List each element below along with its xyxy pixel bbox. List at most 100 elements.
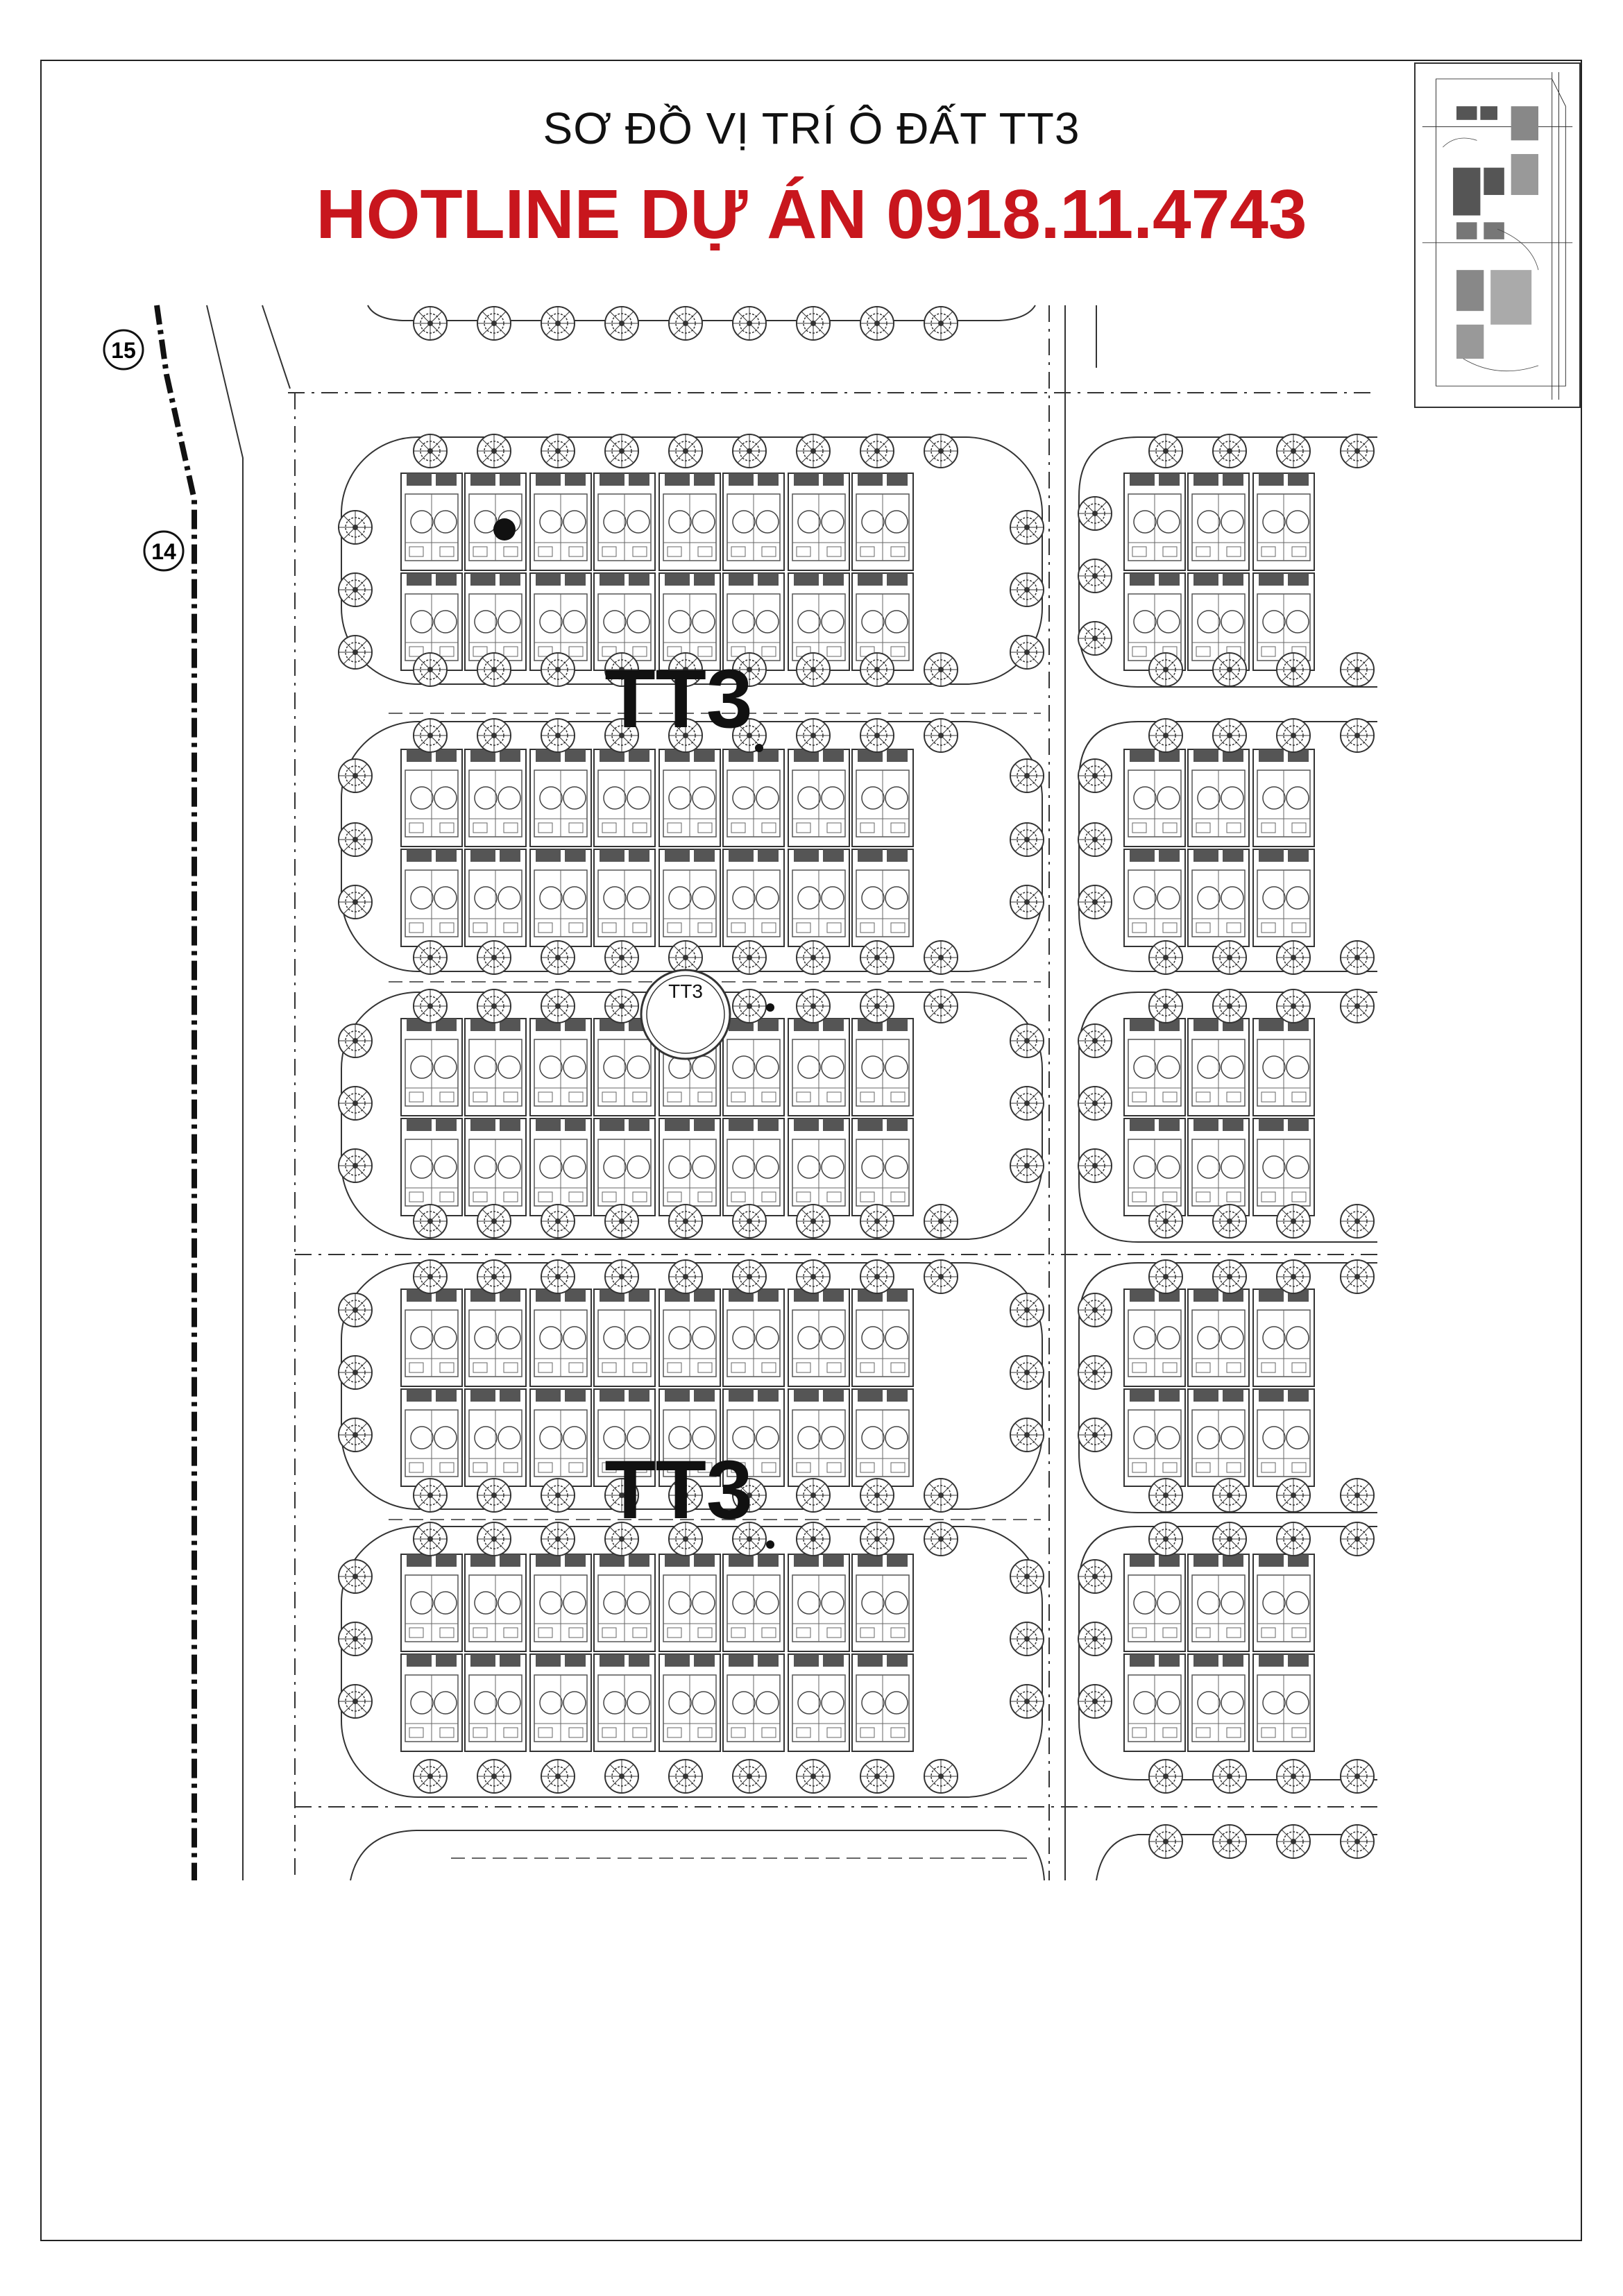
tree-icon — [860, 940, 894, 975]
tree-icon — [541, 1759, 575, 1794]
boundary-marker-14: 14 — [143, 530, 185, 572]
tree-icon — [541, 1259, 575, 1294]
tree-icon — [604, 1259, 639, 1294]
tree-icon — [924, 306, 958, 341]
tree-icon — [477, 306, 511, 341]
tree-icon — [413, 718, 448, 753]
tree-icon — [541, 1204, 575, 1239]
tree-icon — [1010, 1622, 1044, 1656]
tree-icon — [1340, 652, 1375, 687]
tree-icon — [1148, 1204, 1183, 1239]
lamp-dot — [766, 1540, 774, 1549]
tree-icon — [796, 652, 831, 687]
tree-icon — [1340, 1204, 1375, 1239]
tree-icon — [1276, 1824, 1311, 1859]
tree-icon — [541, 1522, 575, 1556]
tree-icon — [1212, 718, 1247, 753]
tree-icon — [604, 306, 639, 341]
tree-icon — [1148, 1478, 1183, 1513]
tree-icon — [1276, 434, 1311, 468]
tree-icon — [860, 989, 894, 1023]
highlight-dot — [493, 518, 516, 541]
tree-icon — [541, 1478, 575, 1513]
tree-icon — [1212, 1259, 1247, 1294]
tree-icon — [924, 1759, 958, 1794]
tree-icon — [924, 718, 958, 753]
tree-icon — [1078, 559, 1112, 593]
tree-icon — [541, 718, 575, 753]
tree-icon — [1078, 1418, 1112, 1452]
tree-icon — [413, 1478, 448, 1513]
tree-icon — [924, 1259, 958, 1294]
tree-icon — [732, 989, 767, 1023]
tree-icon — [338, 1418, 373, 1452]
tree-icon — [541, 940, 575, 975]
tree-icon — [1340, 1478, 1375, 1513]
tree-icon — [1340, 1824, 1375, 1859]
tree-icon — [338, 1148, 373, 1183]
tree-icon — [860, 1259, 894, 1294]
tree-icon — [1276, 1478, 1311, 1513]
tree-icon — [860, 1522, 894, 1556]
tree-icon — [1148, 940, 1183, 975]
hotline-banner: HOTLINE DỰ ÁN 0918.11.4743 — [316, 176, 1307, 253]
marker-14-label: 14 — [151, 539, 176, 564]
tree-icon — [1078, 1023, 1112, 1058]
tree-icon — [338, 885, 373, 919]
tree-icon — [732, 306, 767, 341]
tree-icon — [1340, 989, 1375, 1023]
tree-icon — [1340, 1259, 1375, 1294]
tree-icon — [338, 635, 373, 670]
tree-icon — [604, 940, 639, 975]
tree-icon — [732, 940, 767, 975]
tree-icon — [668, 434, 703, 468]
tree-icon — [668, 306, 703, 341]
tree-icon — [1340, 434, 1375, 468]
tree-icon — [541, 434, 575, 468]
zone-label-tt3-upper: TT3 — [604, 652, 752, 745]
tree-icon — [1078, 1086, 1112, 1121]
tree-icon — [860, 652, 894, 687]
tree-icon — [477, 652, 511, 687]
tree-icon — [541, 652, 575, 687]
tree-icon — [924, 1522, 958, 1556]
tree-icon — [1148, 1259, 1183, 1294]
key-minimap — [1414, 62, 1581, 408]
tree-icon — [1340, 1522, 1375, 1556]
tree-icon — [1010, 1418, 1044, 1452]
tree-icon — [860, 718, 894, 753]
tree-icon — [1078, 496, 1112, 531]
tree-icon — [860, 1478, 894, 1513]
tree-icon — [338, 1086, 373, 1121]
tree-icon — [1010, 885, 1044, 919]
lamp-dot — [766, 1003, 774, 1012]
tree-icon — [732, 1759, 767, 1794]
tree-icon — [860, 1204, 894, 1239]
tree-icon — [1148, 1522, 1183, 1556]
tree-icon — [1010, 822, 1044, 857]
tree-icon — [1212, 1204, 1247, 1239]
tree-icon — [413, 306, 448, 341]
tree-icon — [668, 1759, 703, 1794]
tree-icon — [1010, 1086, 1044, 1121]
tree-icon — [1078, 621, 1112, 656]
tree-icon — [1010, 635, 1044, 670]
tree-icon — [1078, 1559, 1112, 1594]
tree-icon — [860, 434, 894, 468]
tree-icon — [1276, 718, 1311, 753]
tree-icon — [338, 1293, 373, 1327]
tree-icon — [338, 1355, 373, 1390]
tree-icon — [924, 1478, 958, 1513]
tree-icon — [413, 652, 448, 687]
boundary-line — [154, 305, 197, 1880]
tree-icon — [338, 510, 373, 545]
zone-label-tt3-lower: TT3 — [604, 1443, 752, 1536]
tree-icon — [604, 1759, 639, 1794]
tree-icon — [796, 1522, 831, 1556]
tree-icon — [860, 1759, 894, 1794]
tree-icon — [413, 1759, 448, 1794]
tree-icon — [1212, 989, 1247, 1023]
tree-icon — [924, 434, 958, 468]
tree-icon — [732, 434, 767, 468]
tree-icon — [732, 1259, 767, 1294]
